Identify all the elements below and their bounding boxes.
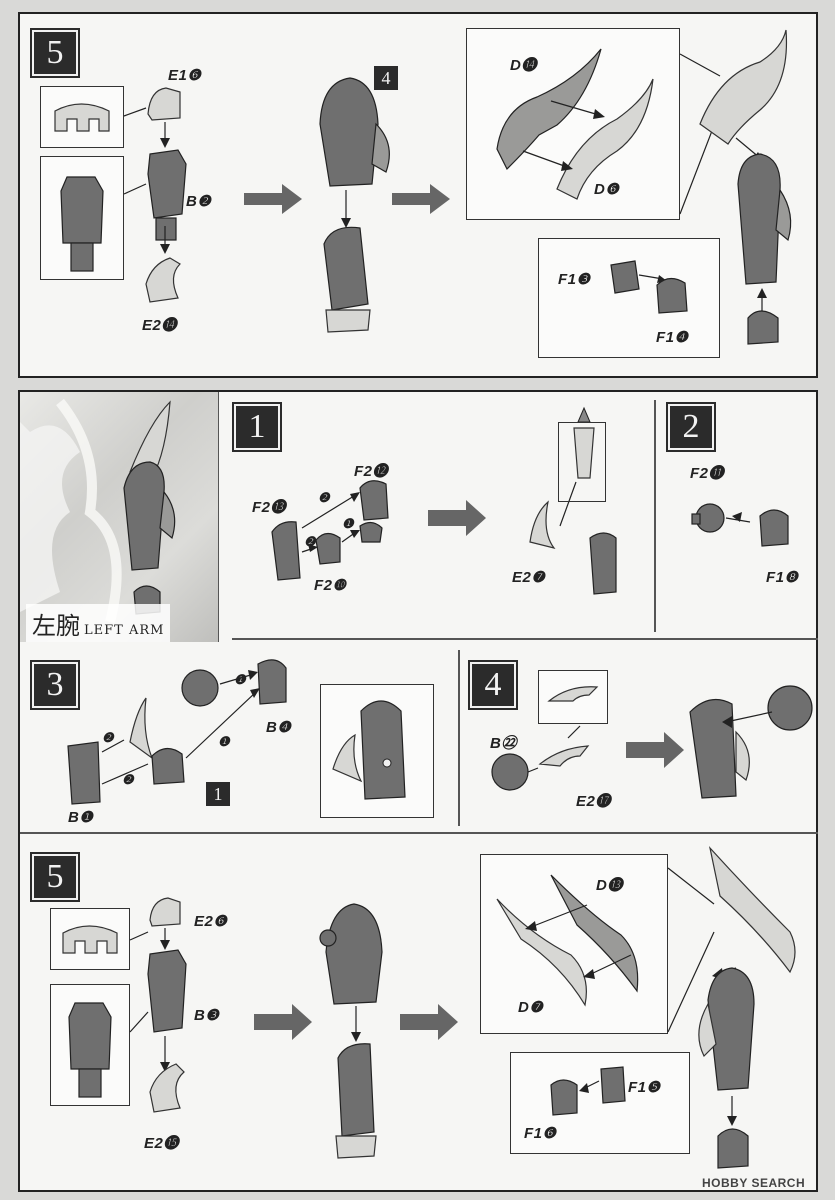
part-detail-icon: [60, 176, 104, 272]
title-english: LEFT ARM: [84, 623, 165, 638]
top-step5-panel: 5 E1❻ B❷ E2⓮ 4: [18, 12, 818, 378]
forearm-assembly: [319, 77, 390, 333]
left-arm-artwork: 左腕 LEFT ARM: [20, 392, 219, 642]
step4-detail-drawing: [547, 686, 599, 702]
part-label-e217: E2⓱: [576, 793, 611, 810]
part-label-f16: F1❻: [524, 1125, 557, 1142]
section-divider: [458, 650, 460, 826]
step-number-4: 4: [468, 660, 518, 710]
part-label-b1: B❶: [68, 809, 94, 826]
step3-detail-frame: [320, 684, 434, 818]
part-label-b3: B❸: [194, 1007, 220, 1024]
part-label-d6: D❻: [594, 181, 620, 198]
section-divider: [20, 832, 818, 834]
part-label-d14: D⓮: [510, 57, 537, 74]
step1-parts: [271, 406, 617, 595]
order-mark-2: ❷: [318, 490, 331, 505]
part-label-b2: B❷: [186, 193, 212, 210]
step3-detail-drawing: [332, 700, 406, 800]
hand-parts-drawing: [550, 1066, 626, 1116]
part-label-b4: B❹: [266, 719, 292, 736]
order-mark-1: ❶: [234, 672, 247, 687]
order-mark-2: ❷: [102, 730, 115, 745]
part-label-f213: F2⓭: [252, 499, 287, 516]
part-label-e215: E2⓯: [144, 1135, 179, 1152]
step2-parts: [691, 503, 789, 547]
sub-step-number-4: 4: [374, 66, 398, 90]
part-label-f212: F2⓬: [354, 463, 389, 480]
detail-frame-top-small: [40, 86, 124, 148]
step-number-5-bottom: 5: [30, 852, 80, 902]
sub-step-number-1: 1: [206, 782, 230, 806]
part-label-f211: F2⓫: [690, 465, 725, 482]
part-label-d13: D⓭: [596, 877, 623, 894]
detail-frame-bottom-small: [50, 908, 130, 970]
part-detail-icon: [68, 1002, 112, 1098]
hand-parts-frame-bottom: [510, 1052, 690, 1154]
flow-arrow-right: [392, 184, 450, 214]
part-label-d7: D❼: [518, 999, 544, 1016]
blade-parts-frame: [466, 28, 680, 220]
hand-parts-frame: [538, 238, 720, 358]
blade-parts-frame-bottom: [480, 854, 668, 1034]
assembled-arm-right: [679, 29, 792, 345]
hand-parts-drawing: [610, 260, 688, 314]
part-label-b22: B㉒: [490, 735, 517, 752]
order-mark-1: ❶: [218, 734, 231, 749]
flow-arrow-right: [244, 184, 302, 214]
step-number-1: 1: [232, 402, 282, 452]
part-label-e16: E1❻: [168, 67, 202, 84]
part-label-f14: F1❹: [656, 329, 689, 346]
part-label-e214: E2⓮: [142, 317, 177, 334]
step-number-2: 2: [666, 402, 716, 452]
detail-frame-top-tall: [40, 156, 124, 280]
part-label-e26: E2❻: [194, 913, 228, 930]
part-label-f15: F1❺: [628, 1079, 661, 1096]
watermark: HOBBY SEARCH: [702, 1176, 806, 1190]
part-detail-icon: [62, 925, 118, 954]
step-number-5-top: 5: [30, 28, 80, 78]
blade-parts-drawing: [496, 48, 654, 200]
order-mark-2: ❷: [122, 772, 135, 787]
part-label-e27: E2❼: [512, 569, 546, 586]
order-mark-2: ❷: [304, 534, 317, 549]
assembly-parts-column: [123, 87, 187, 303]
part-label-f13: F1❸: [558, 271, 591, 288]
part-detail-icon: [54, 103, 110, 132]
order-mark-1: ❶: [342, 516, 355, 531]
step4-parts: [491, 685, 813, 799]
title-kanji: 左腕: [32, 612, 80, 640]
step5-bottom-parts: [129, 845, 796, 1169]
part-label-f18: F1❽: [766, 569, 799, 586]
section-divider: [232, 638, 818, 640]
step1-detail-frame: [558, 422, 606, 502]
part-label-f210: F2❿: [314, 577, 347, 594]
blade-parts-drawing: [496, 874, 639, 1007]
left-arm-section: 左腕 LEFT ARM 1 F2⓬ F2⓭ F2❿ E2❼ ❶ ❷ ❷ 2: [18, 390, 818, 1192]
step-number-3: 3: [30, 660, 80, 710]
step3-parts: [67, 659, 287, 805]
section-divider: [654, 400, 656, 632]
detail-frame-bottom-tall: [50, 984, 130, 1106]
step4-detail-frame: [538, 670, 608, 724]
section-title-left-arm: 左腕 LEFT ARM: [26, 604, 171, 642]
